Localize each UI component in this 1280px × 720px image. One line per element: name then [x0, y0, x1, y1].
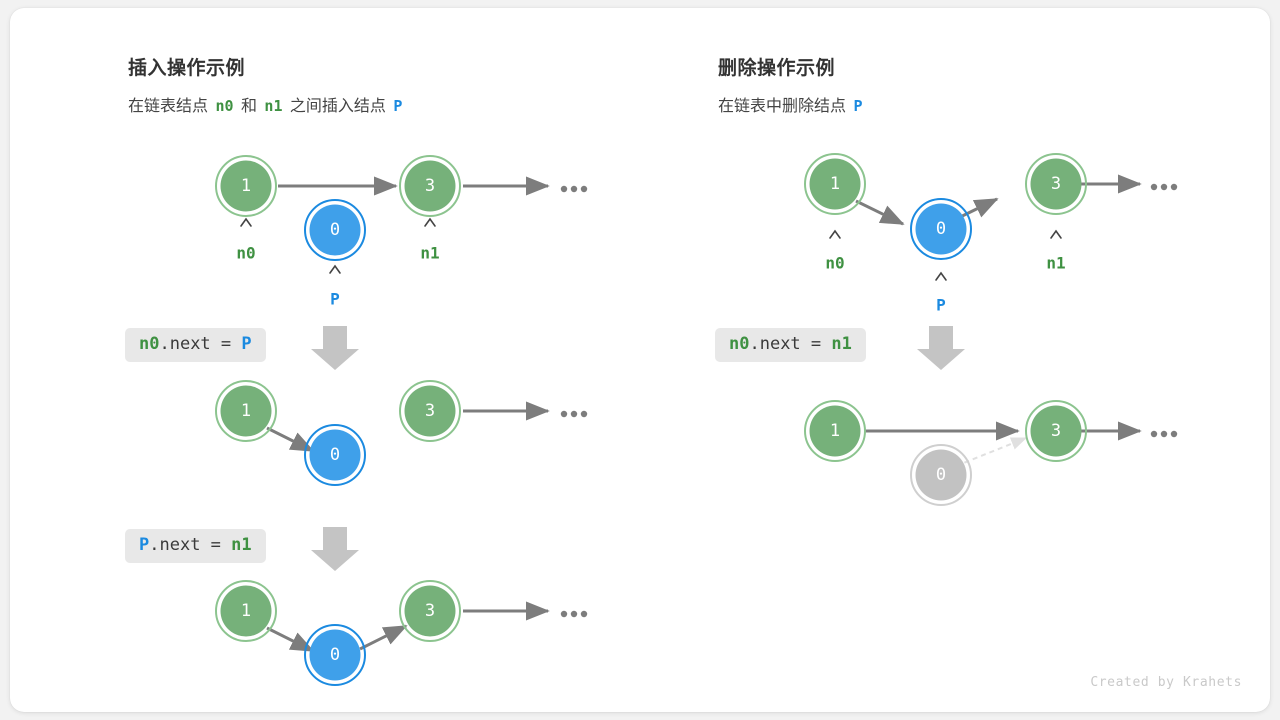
node-1-step2: 1 [804, 400, 866, 462]
code-token-next: .next = [749, 334, 832, 354]
panel-insert-title: 插入操作示例 [128, 58, 246, 79]
code-token-next: .next = [159, 334, 242, 354]
node-0-step2: 0 [304, 424, 366, 486]
code-token-p2: P [139, 535, 150, 555]
node-1-step3: 1 [215, 580, 277, 642]
code-token-p: P [241, 334, 252, 354]
panel-insert-subtitle: 在链表结点 n0 和 n1 之间插入结点 P [128, 92, 405, 116]
ellipsis-step3 [560, 610, 588, 618]
flow-arrow-1 [311, 326, 359, 370]
node-value: 0 [330, 645, 340, 665]
caret-n1 [1050, 229, 1062, 239]
node-0-step3: 0 [304, 624, 366, 686]
caret-p [935, 271, 947, 281]
pointer-label-p: P [330, 290, 340, 309]
caret-n1 [424, 217, 436, 227]
node-value: 1 [241, 601, 251, 621]
flow-arrow-2 [311, 527, 359, 571]
subtitle-ref-n0: n0 [215, 97, 234, 115]
ellipsis-step2 [560, 410, 588, 418]
panel-delete-title: 删除操作示例 [718, 58, 836, 79]
node-value: 0 [936, 219, 946, 239]
node-value: 1 [830, 421, 840, 441]
diagram-card: 插入操作示例 在链表结点 n0 和 n1 之间插入结点 P n0.next = … [10, 8, 1270, 712]
flow-arrow-1 [917, 326, 965, 370]
node-value: 3 [425, 401, 435, 421]
caret-n0 [240, 217, 252, 227]
subtitle-text-1: 在链表结点 [128, 98, 213, 115]
ellipsis-step2 [1150, 430, 1178, 438]
code-token-n1: n1 [831, 334, 852, 354]
caret-p [329, 264, 341, 274]
node-0-step1: 0 [304, 199, 366, 261]
node-value: 1 [241, 401, 251, 421]
node-value: 0 [330, 445, 340, 465]
node-3-step2: 3 [399, 380, 461, 442]
node-value: 3 [425, 601, 435, 621]
node-1-step2: 1 [215, 380, 277, 442]
panel-delete-subtitle: 在链表中删除结点 P [718, 92, 865, 116]
node-1-step1: 1 [215, 155, 277, 217]
delete-diagram: 1 n0 0 P 3 n1 [804, 153, 1178, 506]
subtitle-ref-p: P [853, 97, 863, 115]
subtitle-text-3: 之间插入结点 [285, 98, 391, 115]
code-token-n1: n1 [231, 535, 252, 555]
insert-diagram: 1 n0 0 P 3 n1 [215, 155, 588, 686]
node-value: 3 [425, 176, 435, 196]
caret-n0 [829, 229, 841, 239]
ellipsis-step1 [560, 185, 588, 193]
subtitle-text-2: 和 [236, 98, 262, 115]
node-1-step1: 1 [804, 153, 866, 215]
code-token-next2: .next = [149, 535, 232, 555]
code-step-insert-1: n0.next = P [125, 328, 266, 362]
code-step-delete-1: n0.next = n1 [715, 328, 866, 362]
panel-delete: 删除操作示例 在链表中删除结点 P n0.next = n1 1 n0 0 [640, 8, 1270, 712]
node-0-step1: 0 [910, 198, 972, 260]
panel-insert: 插入操作示例 在链表结点 n0 和 n1 之间插入结点 P n0.next = … [10, 8, 640, 712]
subtitle-ref-n1: n1 [264, 97, 283, 115]
pointer-label-n1: n1 [420, 244, 439, 263]
pointer-label-n1: n1 [1046, 254, 1065, 273]
node-3-step2: 3 [1025, 400, 1087, 462]
code-token-n0: n0 [729, 334, 750, 354]
node-value: 1 [241, 176, 251, 196]
ellipsis-step1 [1150, 183, 1178, 191]
node-3-step3: 3 [399, 580, 461, 642]
node-value: 0 [330, 220, 340, 240]
code-token-n0: n0 [139, 334, 160, 354]
node-3-step1: 3 [1025, 153, 1087, 215]
subtitle-ref-p: P [393, 97, 403, 115]
code-step-insert-2: P.next = n1 [125, 529, 266, 563]
node-value: 3 [1051, 421, 1061, 441]
node-0-removed: 0 [910, 444, 972, 506]
node-3-step1: 3 [399, 155, 461, 217]
credit-text: Created by Krahets [1090, 675, 1242, 690]
subtitle-text-1: 在链表中删除结点 [718, 98, 851, 115]
dangling-link [955, 437, 1028, 467]
node-value: 0 [936, 465, 946, 485]
pointer-label-n0: n0 [236, 244, 255, 263]
pointer-label-n0: n0 [825, 254, 844, 273]
node-value: 1 [830, 174, 840, 194]
node-value: 3 [1051, 174, 1061, 194]
pointer-label-p: P [936, 296, 946, 315]
